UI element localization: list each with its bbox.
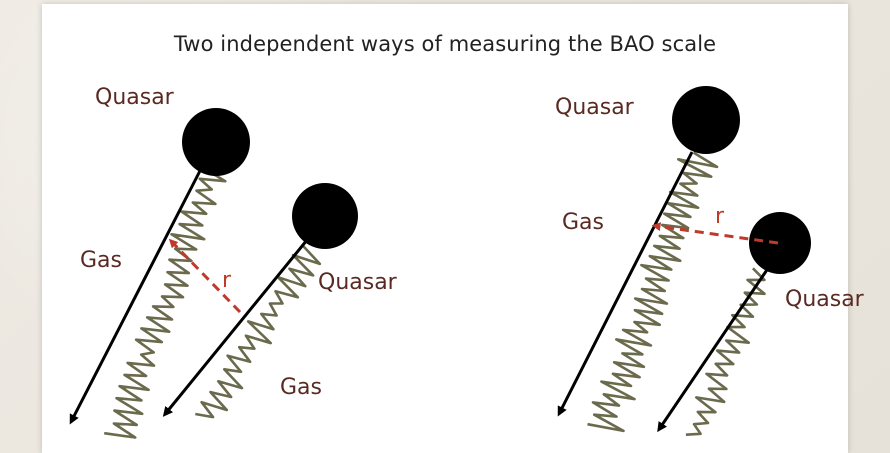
quasar-label-left-top: Quasar [95, 85, 174, 110]
quasar-circle-left-a [182, 108, 250, 176]
sightline-arrow-right-b [660, 258, 775, 428]
quasar-label-right-top: Quasar [555, 95, 634, 120]
quasar-circle-left-b [292, 183, 358, 249]
quasar-circle-right-b [749, 212, 811, 274]
gas-absorption-spectrum-right-a [588, 153, 718, 431]
gas-label-left-bottom: Gas [280, 375, 322, 400]
quasar-circle-right-a [672, 86, 740, 154]
separation-label-right: r [715, 204, 724, 229]
quasar-label-right-bottom: Quasar [785, 287, 864, 312]
gas-absorption-spectrum-left-a [104, 166, 225, 438]
gas-label-right: Gas [562, 210, 604, 235]
gas-label-left: Gas [80, 248, 122, 273]
separation-label-left: r [222, 268, 231, 293]
sightline-arrow-right-a [560, 152, 692, 412]
quasar-label-left-right: Quasar [318, 270, 397, 295]
